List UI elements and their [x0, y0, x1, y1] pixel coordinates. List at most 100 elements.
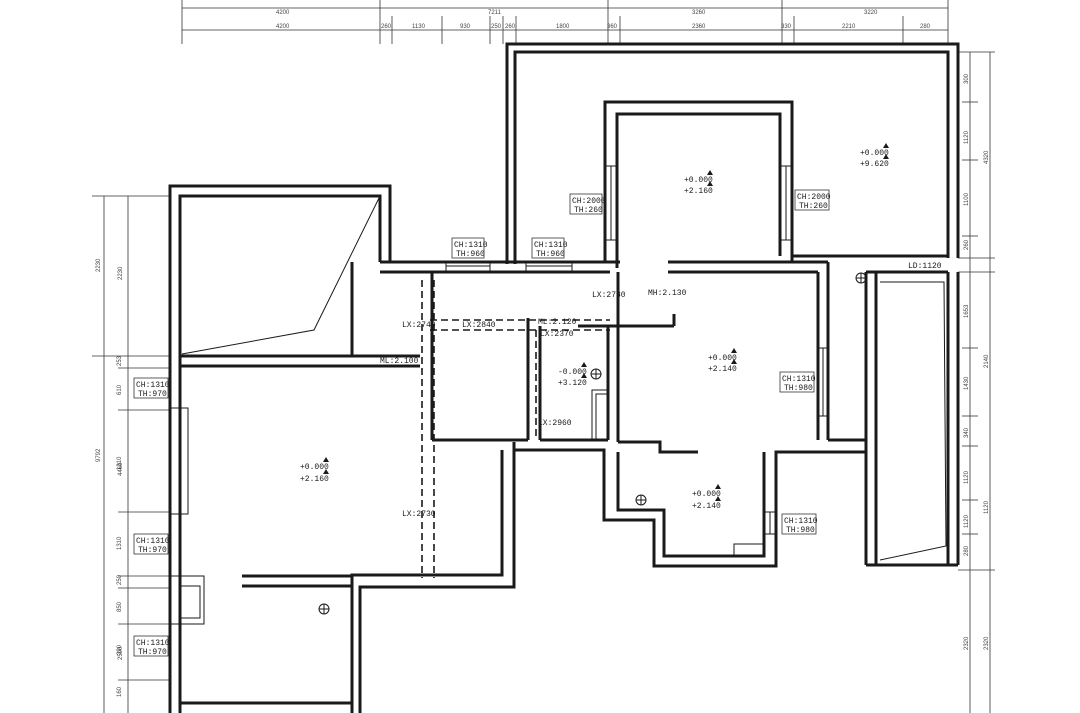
level-mark: +0.000 +2.140 [708, 348, 737, 374]
dim-r-7: 340 [964, 427, 970, 438]
dim-top-r2-10: 330 [781, 24, 792, 30]
dim-top-r2-8: 360 [607, 24, 618, 30]
window-label-line1: CH:1310 [782, 375, 816, 384]
dim-r-11: 2320 [964, 636, 970, 650]
dim-r-10: 280 [964, 545, 970, 556]
level-b: +3.120 [558, 379, 587, 388]
window-label: CH:1310 TH:970 [133, 533, 170, 555]
dim-ro-2: 2140 [984, 354, 990, 368]
window-label-line2: TH:260 [574, 206, 603, 215]
dim-ro-4: 2320 [984, 636, 990, 650]
dim-li-3: 610 [117, 384, 123, 395]
dim-left-2: 2230 [118, 266, 124, 280]
beam-label: ML:2.120 [538, 318, 577, 327]
window-label: CH:1310 TH:970 [133, 635, 170, 657]
level-a: +0.000 [300, 463, 329, 472]
level-b: +2.140 [692, 502, 721, 511]
right-dimensions: 300 1120 1100 260 1653 1430 340 1120 112… [958, 51, 995, 713]
beam-label: MH:2.130 [648, 289, 687, 298]
window-label-line1: CH:2000 [572, 197, 606, 206]
window-label-line2: TH:260 [799, 202, 828, 211]
window-label-line2: TH:970 [138, 546, 167, 555]
dim-ro-3: 1120 [984, 500, 990, 514]
window-label-line1: CH:1310 [136, 639, 170, 648]
drain-icon [590, 368, 602, 380]
walls [168, 42, 960, 713]
dim-li-4b: 1310 [117, 536, 123, 550]
left-dimensions: 2230 9792 2230 4460 2590 253 610 1310 13… [92, 195, 170, 713]
window-label: CH:1310 TH:980 [779, 371, 816, 393]
beam-lines [421, 280, 610, 578]
dim-r-9: 1120 [964, 514, 970, 528]
level-b: +9.620 [860, 160, 889, 169]
level-marks: +0.000 +2.160 +0.000 +9.620 +0.000 +2.14… [300, 143, 889, 511]
level-mark: +0.000 +2.140 [692, 484, 721, 511]
level-b: +2.160 [300, 475, 329, 484]
dim-top-2: 7211 [488, 10, 502, 16]
dim-top-r2-3: 1130 [412, 24, 426, 30]
dim-left-4: 2590 [118, 646, 124, 660]
dim-top-r2-1: 4200 [276, 24, 290, 30]
window-label-line2: TH:970 [138, 648, 167, 657]
window-label-line1: CH:1310 [136, 537, 170, 546]
dim-li-5: 250 [117, 574, 123, 585]
window-label-line2: TH:980 [786, 526, 815, 535]
dim-r-4: 260 [964, 239, 970, 250]
dim-top-4: 3220 [864, 10, 878, 16]
dim-top-r2-4: 930 [460, 24, 471, 30]
dim-r-8: 1120 [964, 470, 970, 484]
top-dimensions: 4200 7211 3260 3220 4200 260 1130 930 25… [181, 0, 949, 44]
dim-top-r2-5: 250 [491, 24, 502, 30]
dim-top-r2-6: 260 [505, 24, 516, 30]
beam-label: ML:2.100 [380, 357, 419, 366]
dim-top-r2-2: 260 [381, 24, 392, 30]
dim-top-3: 3260 [692, 10, 706, 16]
dim-top-r2-7: 1800 [556, 24, 570, 30]
dim-li-7: 390 [117, 644, 123, 655]
beam-labels: LX:2740 LX:2840 ML:2.120 LX:2370 LX:2960… [380, 262, 942, 519]
dim-r-1: 300 [964, 73, 970, 84]
level-a: -0.000 [558, 368, 587, 377]
window-label: CH:2000 TH:260 [794, 189, 831, 211]
dim-left-total: 9792 [96, 448, 102, 462]
drain-icon [855, 272, 867, 284]
dim-r-6: 1430 [964, 376, 970, 390]
dim-li-6: 850 [117, 601, 123, 612]
window-label-line2: TH:960 [456, 250, 485, 259]
level-a: +0.000 [684, 176, 713, 185]
drain-icon [635, 494, 647, 506]
dim-r-5: 1653 [964, 304, 970, 318]
window-labels: CH:1310 TH:960 CH:1310 TH:960 CH:2000 TH… [133, 189, 831, 657]
window-label-line1: CH:2000 [797, 193, 831, 202]
beam-label: LX:2370 [540, 330, 574, 339]
dim-top-1: 4200 [276, 10, 290, 16]
window-label-line1: CH:1310 [784, 517, 818, 526]
beam-label: LX:2960 [538, 419, 572, 428]
dim-left-1: 2230 [96, 258, 102, 272]
floor-drains [318, 272, 867, 615]
window-label-line2: TH:960 [536, 250, 565, 259]
level-mark: +0.000 +2.160 [300, 457, 329, 484]
window-label: CH:1310 TH:960 [531, 237, 568, 259]
beam-label: LX:2740 [402, 321, 436, 330]
dim-top-r2-9: 2360 [692, 24, 706, 30]
dim-r-2: 1120 [964, 130, 970, 144]
dim-top-r2-12: 280 [920, 24, 931, 30]
level-a: +0.000 [860, 149, 889, 158]
dim-r-3: 1100 [964, 192, 970, 206]
level-b: +2.160 [684, 187, 713, 196]
level-mark: +0.000 +9.620 [860, 143, 889, 169]
beam-label: LX:2780 [592, 291, 626, 300]
dim-top-r2-11: 2210 [842, 24, 856, 30]
window-label: CH:1310 TH:980 [781, 513, 818, 535]
window-label-line1: CH:1310 [534, 241, 568, 250]
window-label: CH:1310 TH:970 [133, 377, 170, 399]
beam-label: LX:2730 [402, 510, 436, 519]
level-mark: +0.000 +2.160 [684, 170, 713, 196]
dim-ro-1: 4320 [984, 150, 990, 164]
window-label-line2: TH:980 [784, 384, 813, 393]
window-label: CH:1310 TH:960 [451, 237, 488, 259]
window-label-line2: TH:970 [138, 390, 167, 399]
window-label-line1: CH:1310 [136, 381, 170, 390]
